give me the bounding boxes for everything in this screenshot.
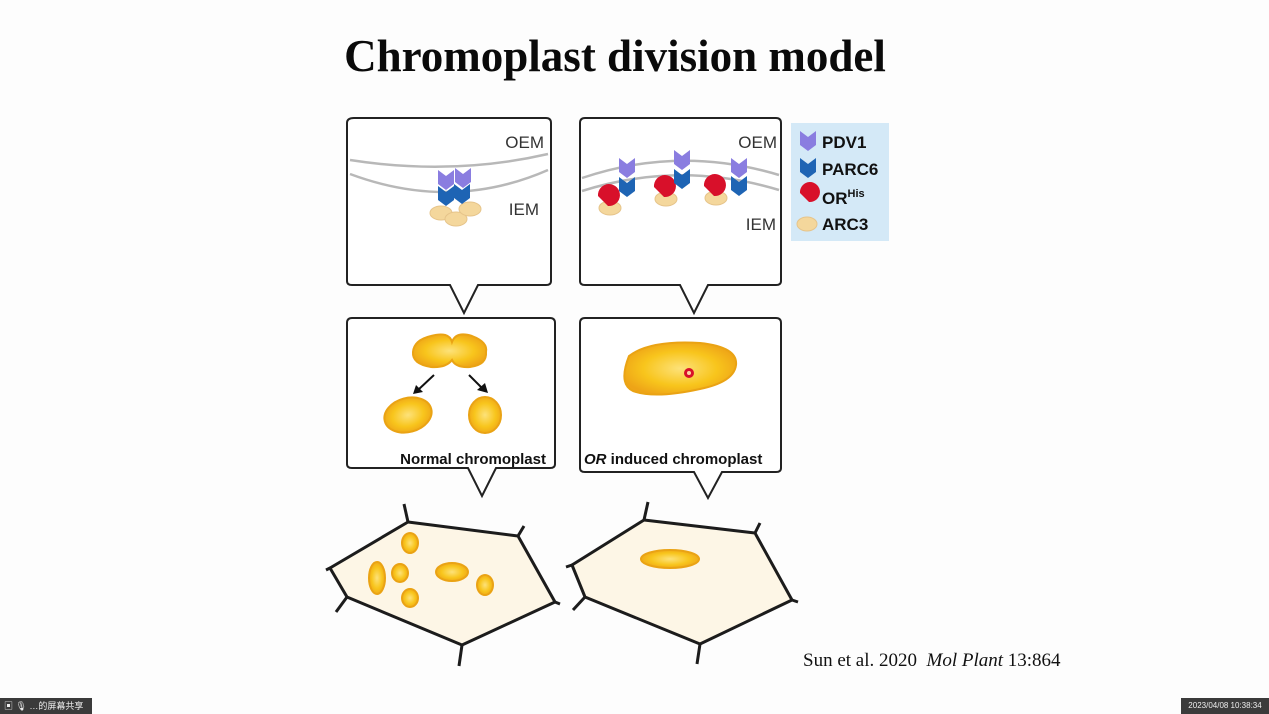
- or-caption: OR induced chromoplast: [584, 451, 762, 468]
- chromoplast: [435, 562, 469, 582]
- chromoplast-box-or: OR induced chromoplast: [579, 317, 782, 501]
- arrow-left: [417, 374, 435, 391]
- legend-arc3-icon: [796, 216, 818, 232]
- or-his-icon: [703, 174, 726, 197]
- legend-or-label: ORHis: [822, 188, 865, 208]
- iem-label: IEM: [509, 200, 539, 219]
- chromoplast: [401, 588, 419, 608]
- normal-caption: Normal chromoplast: [400, 451, 546, 468]
- timestamp: 2023/04/08 10:38:34: [1181, 698, 1269, 714]
- citation-journal: Mol Plant: [926, 650, 1004, 671]
- oem-label: OEM: [738, 133, 777, 152]
- legend-pdv1-label: PDV1: [822, 133, 866, 152]
- cell-normal: [325, 503, 561, 667]
- legend-arc3-label: ARC3: [822, 215, 868, 234]
- iem-label: IEM: [746, 215, 776, 234]
- membrane-box-normal: OEM IEM: [346, 117, 552, 316]
- chromoplast: [368, 561, 386, 595]
- arrow-left-head: [413, 385, 423, 394]
- legend-or-his-icon: [799, 182, 820, 203]
- cell-or: [565, 501, 799, 665]
- membrane-box-or: OEM IEM: [579, 117, 782, 316]
- protein-group: [653, 150, 690, 207]
- daughter-chromoplast: [468, 396, 502, 434]
- slide-title: Chromoplast division model: [344, 31, 886, 81]
- arrow-right-head: [477, 383, 488, 393]
- or-his-icon: [597, 184, 620, 207]
- or-his-icon: [653, 175, 676, 198]
- citation-ref: 13:864: [1007, 650, 1061, 671]
- chromoplast: [476, 574, 494, 596]
- protein-group: [703, 158, 747, 206]
- enlarged-chromoplast: [623, 341, 738, 396]
- arc3-icon: [444, 211, 468, 227]
- arrow-right: [468, 374, 484, 390]
- citation-authors: Sun et al. 2020: [803, 650, 917, 671]
- oem-label: OEM: [505, 133, 544, 152]
- daughter-chromoplast: [383, 396, 433, 434]
- screen-share-indicator[interactable]: ▣ 🎙 …的屏幕共享: [0, 698, 92, 714]
- citation: Sun et al. 2020 Mol Plant 13:864: [803, 650, 1061, 672]
- chromoplast: [401, 532, 419, 554]
- enlarged-chromoplast: [640, 549, 700, 569]
- legend-parc6-label: PARC6: [822, 160, 878, 179]
- dividing-chromoplast: [411, 333, 488, 369]
- or-protein-center: [687, 371, 691, 375]
- outer-membrane-line: [349, 152, 549, 168]
- legend: PDV1 PARC6 ORHis ARC3: [791, 123, 889, 241]
- chromoplast: [391, 563, 409, 583]
- arc3-icon: [458, 201, 482, 217]
- protein-group: [597, 158, 635, 216]
- chromoplast-box-normal: Normal chromoplast: [346, 317, 556, 499]
